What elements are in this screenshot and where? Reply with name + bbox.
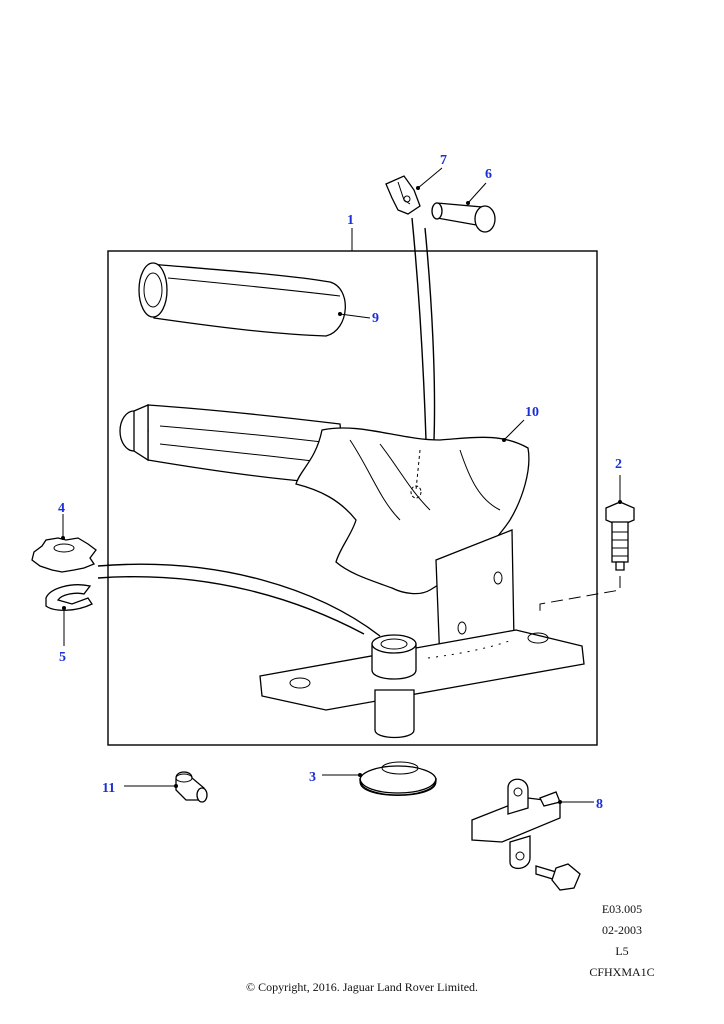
cable-sweep <box>97 563 381 637</box>
pin-part-6 <box>431 182 496 233</box>
grip-part-9 <box>138 262 371 337</box>
bolt-part-2 <box>539 475 635 614</box>
washer-part-3 <box>322 761 437 796</box>
reference-date: 02-2003 <box>602 923 642 937</box>
callout-3: 3 <box>309 770 316 785</box>
clip-part-7 <box>385 167 443 215</box>
star-nut-part-4 <box>31 514 97 573</box>
reference-catalog: CFHXMA1C <box>589 965 655 979</box>
reference-code: E03.005 <box>601 902 643 916</box>
reference-sheet: L5 <box>615 944 629 958</box>
callout-1: 1 <box>347 213 354 228</box>
callout-8: 8 <box>596 797 603 812</box>
callout-7: 7 <box>440 153 447 168</box>
callout-2: 2 <box>615 457 622 472</box>
grommet-part-11 <box>124 771 208 803</box>
switch-part-8 <box>471 778 594 891</box>
brake-cable <box>411 217 436 441</box>
callout-4: 4 <box>58 501 65 516</box>
copyright-notice: © Copyright, 2016. Jaguar Land Rover Lim… <box>245 980 479 994</box>
callout-10: 10 <box>525 405 539 420</box>
callout-9: 9 <box>372 311 379 326</box>
callout-5: 5 <box>59 650 66 665</box>
clip-ring-part-5 <box>45 584 93 646</box>
callout-11: 11 <box>102 781 115 796</box>
base-plate <box>259 529 585 739</box>
callout-6: 6 <box>485 167 492 182</box>
